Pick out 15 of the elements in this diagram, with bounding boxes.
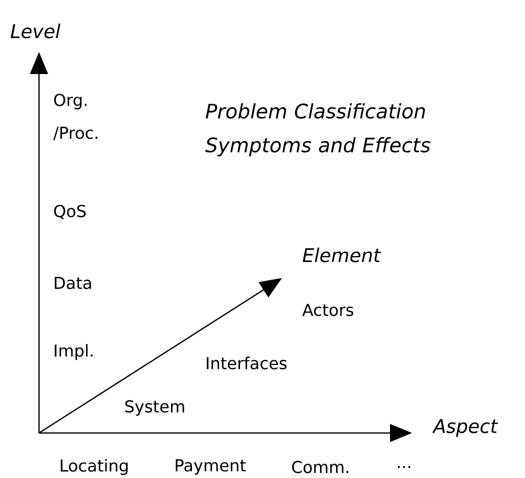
axis-tick-label: Locating — [60, 459, 128, 475]
axis-tick-label: Comm. — [292, 460, 348, 474]
axis-tick-label: Payment — [176, 459, 246, 475]
axis-title: Element — [302, 248, 382, 262]
title: Problem Classification Symptoms and Effects — [205, 103, 430, 156]
axis-tick-label: System — [125, 400, 184, 416]
axis-title: Aspect — [432, 419, 498, 437]
axis-tick-label: Actors — [302, 304, 354, 316]
axis-tick-label: Data — [54, 276, 91, 290]
axis-tick-label: QoS — [54, 204, 86, 220]
axis-tick-label: Impl. — [54, 344, 93, 360]
axis-tick-label: Org. /Proc. — [53, 94, 98, 140]
axis-tick-label: ... — [398, 466, 410, 468]
axis-tick-label: Interfaces — [206, 356, 287, 370]
axis-title: Level — [10, 24, 60, 38]
